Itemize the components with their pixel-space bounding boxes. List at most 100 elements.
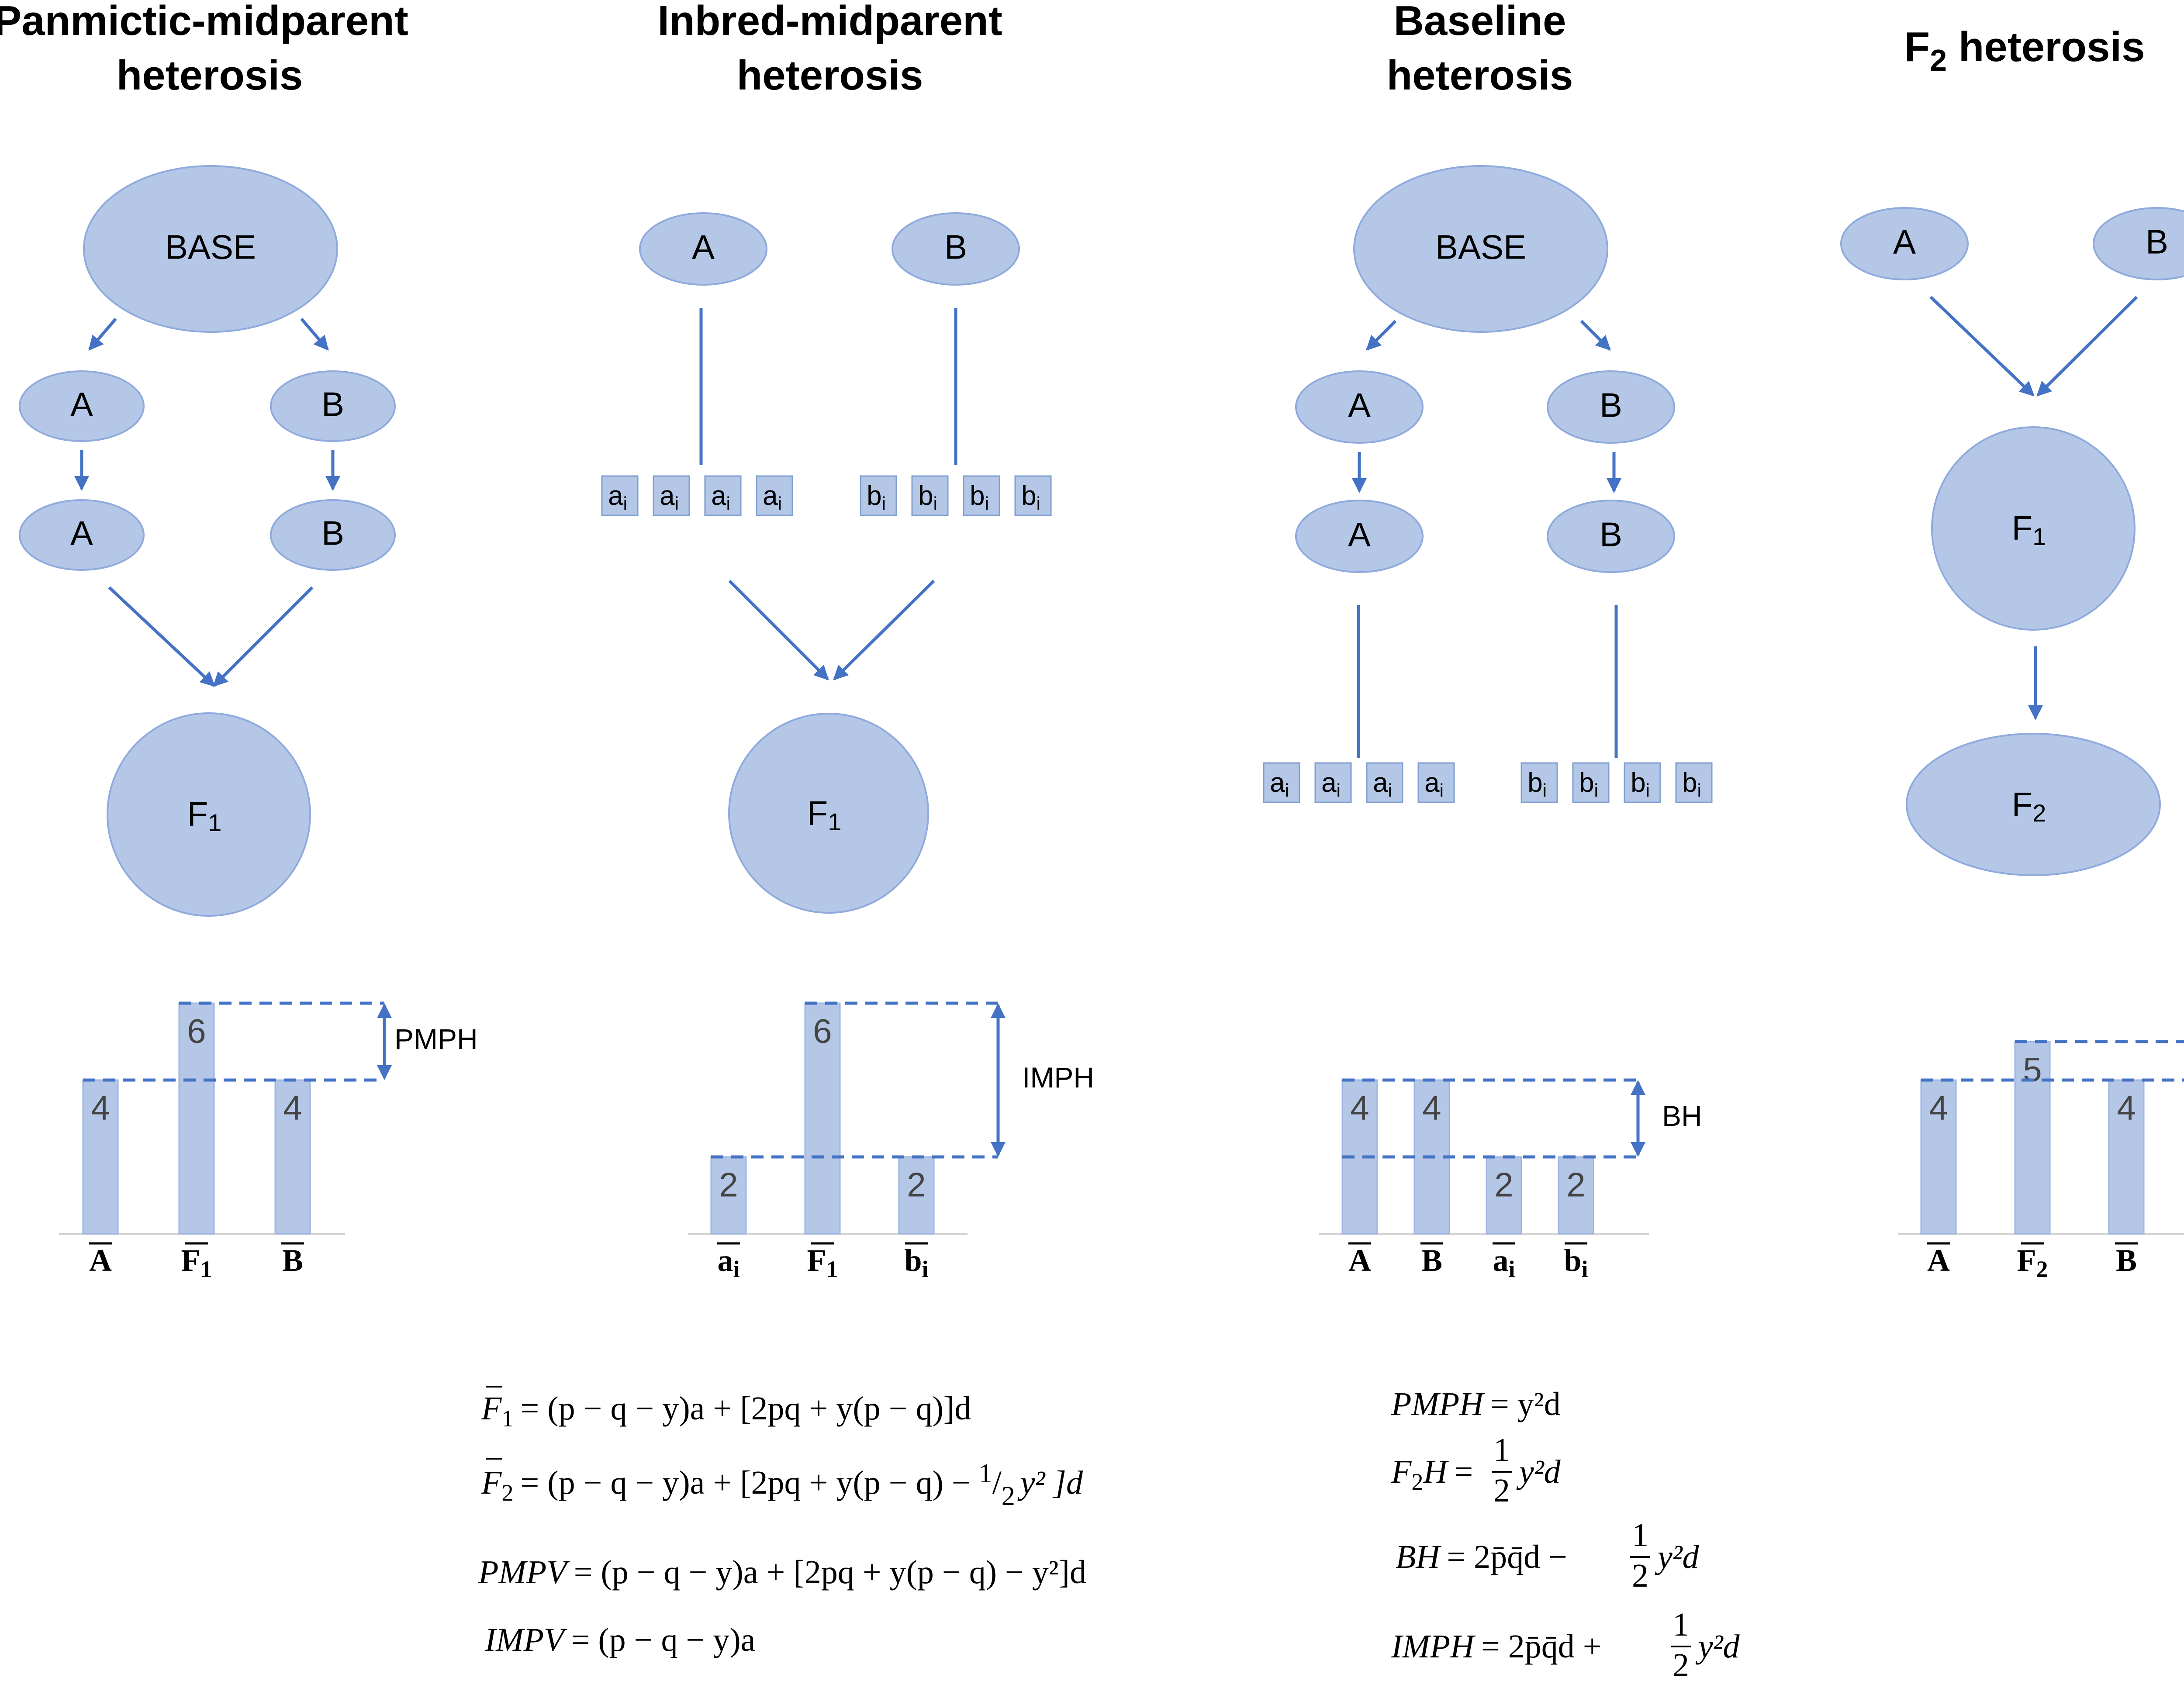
inbred-line-label: bi — [867, 481, 886, 514]
equations-right: PMPH= y²d F2H= 1 2 y²d BH= 2p̄q̄d − 1 2 … — [1391, 1386, 1740, 1681]
base-population-node — [1353, 165, 1608, 333]
x-tick-label: F1 — [807, 1243, 838, 1282]
x-tick-label: A — [1927, 1243, 1950, 1278]
population-a-next-node — [1295, 500, 1424, 573]
bar-value-label: 2 — [907, 1166, 926, 1204]
svg-text:2: 2 — [1493, 1472, 1510, 1509]
inbred-line-label: ai — [711, 481, 730, 514]
svg-text:2: 2 — [1673, 1647, 1689, 1681]
inbred-line-box — [601, 475, 639, 516]
arrow-a-to-f1 — [1929, 296, 2035, 397]
equation-pmpv: PMPV= (p − q − y)a + [2pq + y(p − q) − y… — [478, 1554, 1086, 1591]
x-tick-label: B — [282, 1243, 303, 1278]
svg-text:F1= (p − q − y)a + [2pq + y(p: F1= (p − q − y)a + [2pq + y(p − q)]d — [481, 1390, 971, 1432]
svg-text:y²d: y²d — [1516, 1453, 1561, 1490]
arrow-base-to-b — [1580, 320, 1611, 351]
population-b-next-label: B — [321, 514, 344, 552]
heterosis-annotation-label: IMPH — [1022, 1061, 1094, 1094]
inbred-line-box — [1572, 762, 1610, 803]
panel-title-line2: heterosis — [117, 52, 303, 99]
population-b-node — [1547, 370, 1675, 444]
inbred-line-label: bi — [1579, 768, 1598, 801]
inbred-line-label: bi — [1682, 768, 1701, 801]
bar-value-label: 4 — [2117, 1089, 2136, 1127]
population-b-node — [270, 370, 396, 442]
x-tick-label: bi — [904, 1243, 928, 1282]
svg-text:IMPH= 2p̄q̄d +: IMPH= 2p̄q̄d + — [1391, 1628, 1602, 1665]
svg-text:y²d: y²d — [1695, 1628, 1740, 1665]
inbred-line-box — [860, 475, 897, 516]
arrow-base-to-a — [1366, 320, 1397, 351]
population-a-node — [1840, 207, 1969, 280]
svg-text:1: 1 — [1673, 1606, 1689, 1643]
arrow-base-to-b — [300, 318, 329, 351]
x-tick-label: B — [1421, 1243, 1442, 1278]
base-population-node — [83, 165, 338, 333]
population-a-next-node — [19, 499, 145, 571]
inbred-line-label: ai — [1321, 768, 1341, 801]
inbred-line-box — [1417, 762, 1455, 803]
bar — [1920, 1079, 1957, 1235]
inbred-line-label: bi — [1021, 481, 1040, 514]
bar-value-label: 2 — [1566, 1166, 1585, 1204]
bar — [178, 1002, 215, 1235]
bar — [82, 1079, 119, 1235]
svg-text:y²d: y²d — [1655, 1539, 1700, 1575]
svg-text:BH= 2p̄q̄d −: BH= 2p̄q̄d − — [1396, 1539, 1567, 1575]
inbred-line-label: bi — [1527, 768, 1547, 801]
bar-value-label: 4 — [91, 1089, 110, 1127]
bar-value-label: 2 — [719, 1166, 738, 1204]
equation-bh: BH= 2p̄q̄d − 1 2 y²d — [1396, 1517, 1700, 1594]
f1-node-label: F1 — [2012, 509, 2046, 550]
panel-title-line1: Inbred-midparent — [657, 0, 1002, 44]
equation-f1-mean: F1= (p − q − y)a + [2pq + y(p − q)]d — [481, 1386, 971, 1432]
inbred-line-box — [1263, 762, 1300, 803]
inbred-line-box — [653, 475, 690, 516]
population-b-next-node — [1547, 500, 1675, 573]
bar — [2014, 1041, 2051, 1235]
inbred-line-box — [756, 475, 793, 516]
bar — [804, 1002, 841, 1235]
base-node-label: BASE — [165, 228, 256, 266]
panel-title-line2: heterosis — [737, 52, 923, 99]
svg-text:1: 1 — [1493, 1432, 1510, 1468]
svg-text:F2H=: F2H= — [1391, 1453, 1473, 1495]
population-b-label: B — [321, 385, 344, 424]
panel-title-line2: heterosis — [1387, 52, 1573, 99]
panel-f2h: F2 heterosis A B F1 F2 4A5F24BF2H — [1840, 24, 2184, 1282]
population-a-node — [19, 370, 145, 442]
f1-node — [107, 712, 311, 917]
inbred-line-box — [1521, 762, 1558, 803]
bar-value-label: 4 — [283, 1089, 302, 1127]
inbred-line-label: ai — [1373, 768, 1392, 801]
population-a-label: A — [692, 228, 715, 266]
equations-left: F1= (p − q − y)a + [2pq + y(p − q)]d F2=… — [478, 1386, 1086, 1658]
f1-node-label: F1 — [187, 795, 222, 836]
bar-value-label: 4 — [1422, 1089, 1441, 1127]
bar-value-label: 6 — [187, 1012, 206, 1050]
inbred-line-label: ai — [660, 481, 679, 514]
x-tick-label: B — [2116, 1243, 2137, 1278]
equation-imph: IMPH= 2p̄q̄d + 1 2 y²d — [1391, 1606, 1740, 1681]
population-b-next-node — [270, 499, 396, 571]
population-a-node — [1295, 370, 1424, 444]
panel-title-line1: Baseline — [1394, 0, 1566, 44]
population-b-label: B — [944, 228, 967, 266]
bar — [2108, 1079, 2145, 1235]
bar-value-label: 6 — [813, 1012, 832, 1050]
f2-node — [1906, 733, 2161, 876]
arrow-base-to-a — [88, 318, 117, 351]
equation-f2h: F2H= 1 2 y²d — [1391, 1432, 1561, 1509]
inbred-line-box — [1675, 762, 1713, 803]
inbred-line-label: bi — [1631, 768, 1650, 801]
svg-text:F2= (p − q − y)a + [2pq + y(p: F2= (p − q − y)a + [2pq + y(p − q) − 1/2… — [481, 1459, 1083, 1511]
panel-title-line1: Panmictic-midparent — [0, 0, 408, 44]
population-b-node — [2093, 207, 2184, 280]
inbred-line-box — [1014, 475, 1052, 516]
bar — [710, 1156, 747, 1235]
